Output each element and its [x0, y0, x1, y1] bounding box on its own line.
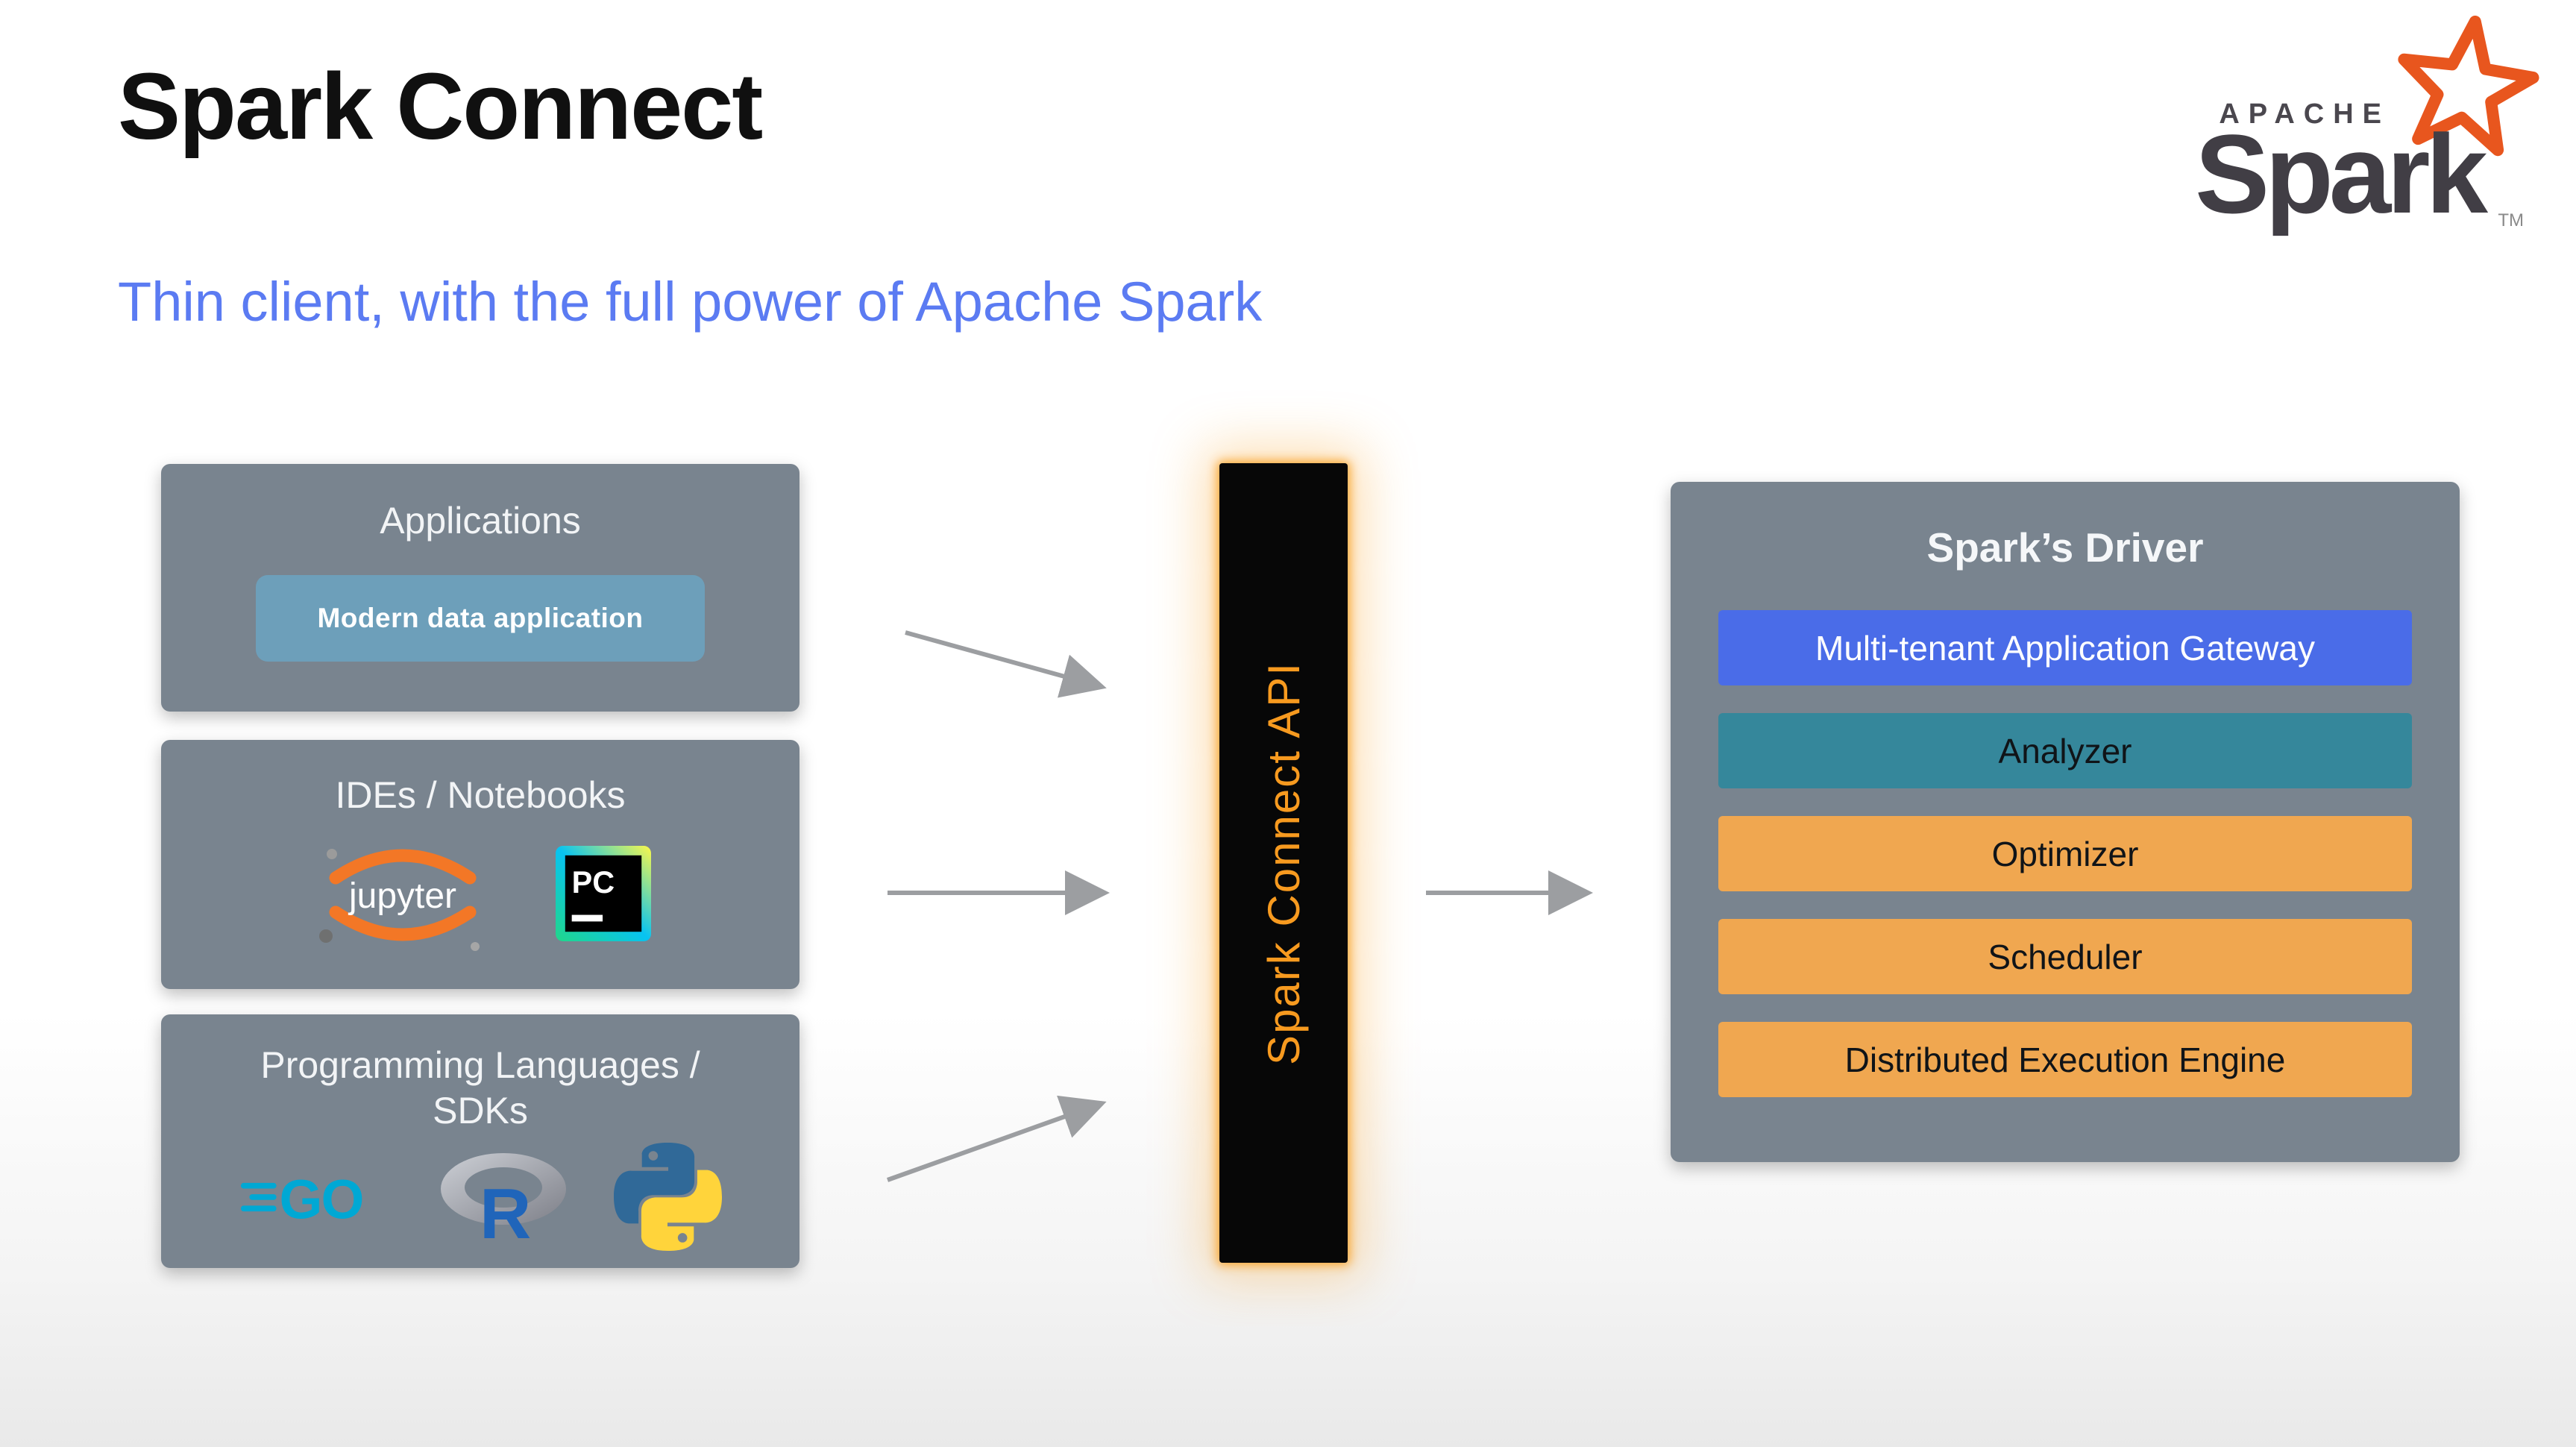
panel-languages-sdks: Programming Languages / SDKs GO [161, 1014, 799, 1268]
trademark-label: TM [2498, 210, 2524, 230]
applications-title: Applications [380, 500, 581, 542]
spark-wordmark: Spark [2195, 111, 2488, 236]
spark-driver-title: Spark’s Driver [1926, 524, 2204, 571]
spark-connect-api-label: Spark Connect API [1258, 661, 1309, 1065]
driver-row-execution-engine: Distributed Execution Engine [1718, 1022, 2412, 1097]
modern-data-application-pill: Modern data application [256, 575, 705, 662]
spark-connect-api-bar: Spark Connect API [1219, 463, 1348, 1263]
page-subtitle: Thin client, with the full power of Apac… [118, 271, 1263, 333]
r-logo-icon: R [440, 1153, 566, 1243]
driver-row-label: Optimizer [1991, 834, 2139, 873]
jupyter-label: jupyter [348, 876, 456, 916]
languages-title: Programming Languages / SDKs [161, 1043, 799, 1134]
jupyter-logo-icon: jupyter [319, 849, 480, 951]
ides-title: IDEs / Notebooks [335, 774, 626, 816]
driver-row-label: Scheduler [1988, 937, 2143, 976]
driver-rows: Multi-tenant Application Gateway Analyze… [1671, 610, 2460, 1097]
driver-row-label: Distributed Execution Engine [1844, 1040, 2286, 1079]
go-logo-icon: GO [240, 1169, 364, 1231]
page-title: Spark Connect [118, 54, 763, 159]
driver-row-optimizer: Optimizer [1718, 816, 2412, 891]
languages-logo-row: GO R [161, 1143, 799, 1251]
arrow-languages-to-api [886, 1095, 1107, 1182]
python-logo-icon [613, 1143, 722, 1251]
ides-logo-row: jupyter PC [161, 824, 799, 962]
spark-star-icon [2398, 15, 2539, 157]
apache-label: APACHE [2219, 98, 2390, 130]
languages-title-line1: Programming Languages / [260, 1044, 700, 1086]
arrow-applications-to-api [905, 630, 1107, 698]
driver-row-label: Analyzer [1998, 731, 2132, 770]
panel-spark-driver: Spark’s Driver Multi-tenant Application … [1671, 482, 2460, 1162]
go-label: GO [279, 1169, 362, 1231]
r-label: R [480, 1174, 531, 1243]
pycharm-logo-icon: PC [556, 845, 651, 941]
driver-row-gateway: Multi-tenant Application Gateway [1718, 610, 2412, 685]
pycharm-label: PC [572, 865, 615, 900]
panel-ides-notebooks: IDEs / Notebooks jupyter [161, 740, 799, 989]
apache-spark-logo: APACHE Spark TM [2069, 15, 2546, 254]
driver-row-analyzer: Analyzer [1718, 713, 2412, 788]
driver-row-label: Multi-tenant Application Gateway [1815, 628, 2315, 668]
panel-applications: Applications Modern data application [161, 464, 799, 712]
driver-row-scheduler: Scheduler [1718, 919, 2412, 994]
languages-title-line2: SDKs [433, 1090, 528, 1131]
